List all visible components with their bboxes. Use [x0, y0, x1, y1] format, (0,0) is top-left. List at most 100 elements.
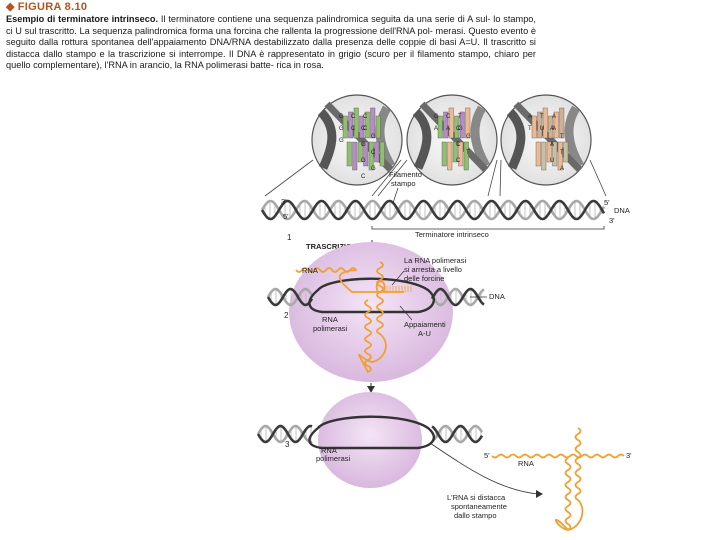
filamento-label-2: stampo: [391, 179, 416, 188]
caption-line: delle coppie di basi A=U. Il trascritto …: [6, 37, 536, 59]
base-letter: C: [456, 158, 461, 164]
transcription-bubble-3: [308, 415, 435, 450]
base-letter: C: [351, 126, 356, 132]
dna-strand-template: [260, 199, 606, 221]
figure-title: ◆FIGURA 8.10: [6, 0, 536, 13]
figure-caption: Esempio di terminatore intrinseco. Il te…: [6, 14, 536, 72]
base-letter: G: [339, 126, 344, 132]
dna-helix-step2: [266, 287, 485, 307]
detached-3prime: 3': [626, 451, 632, 460]
dna-label-2: DNA: [489, 292, 505, 301]
terminator-label: Terminatore intrinseco: [415, 230, 489, 239]
rna-strand: [295, 267, 404, 293]
base-bar: [541, 141, 547, 171]
backbone-left: [506, 108, 526, 170]
dna-strand-coding: [260, 199, 606, 221]
top-dna-label: DNA: [614, 206, 630, 215]
base-letter: G: [339, 138, 344, 144]
detached-rna-label: RNA: [518, 459, 534, 468]
base-bar: [465, 107, 471, 139]
rna-hairpin-loop: [358, 261, 387, 374]
top-3prime-right: 3': [609, 216, 615, 225]
base-letter: G: [371, 166, 376, 172]
base-bar: [357, 141, 363, 163]
detached-rna-hairpin: [555, 427, 584, 532]
base-letter: A: [550, 142, 554, 148]
base-letter: A: [446, 126, 450, 132]
backbone-right: [375, 105, 395, 169]
base-letter: C: [456, 142, 461, 148]
base-letter: A: [552, 114, 556, 120]
top-3prime-left: 3': [281, 197, 287, 206]
base-bar: [379, 141, 385, 167]
arresto-label-3: delle forcine: [404, 274, 444, 283]
base-letter: G: [339, 114, 344, 120]
distacca-label-2: spontaneamente: [451, 502, 507, 511]
distacca-label-1: L'RNA si distacca: [447, 493, 506, 502]
detached-5prime: 5': [484, 451, 490, 460]
backbone-left: [317, 108, 337, 170]
appaiamenti-label-2: A-U: [418, 329, 431, 338]
figure-header: ◆FIGURA 8.10 Esempio di terminatore intr…: [6, 0, 536, 72]
base-bar: [353, 107, 359, 139]
polymerase-label-2a: RNA: [322, 315, 338, 324]
base-letter: T: [458, 114, 462, 120]
base-letter: A: [552, 126, 556, 132]
base-bar: [458, 141, 464, 167]
arresto-label-2: si arresta a livello: [404, 265, 462, 274]
figure-number: FIGURA 8.10: [17, 1, 88, 13]
arresto-pointer: [391, 270, 405, 286]
top-5prime-right: 5': [604, 198, 610, 207]
base-bar: [368, 141, 374, 171]
base-letter: A: [560, 166, 564, 172]
base-letter: T: [560, 134, 564, 140]
dna-strand-template: [266, 287, 485, 307]
base-letter: C: [363, 114, 368, 120]
caption-line: lo stampo, ci U sul trascritto. La seque…: [6, 14, 536, 36]
backbone-diagonal: [419, 101, 489, 173]
base-bar: [452, 141, 458, 163]
rna-polymerase-3: [318, 392, 422, 488]
base-letter: T: [528, 126, 532, 132]
base-letter: A: [528, 114, 532, 120]
backbone-right: [470, 105, 490, 169]
base-bar: [448, 107, 454, 139]
base-bar: [548, 115, 554, 139]
dna-strand-coding: [266, 287, 485, 307]
base-bar: [563, 141, 569, 163]
polymerase-label-2b: polimerasi: [313, 324, 348, 333]
caption-line: in grigio (scuro per il filamento stampo…: [6, 48, 536, 71]
base-bar: [447, 141, 453, 171]
transcription-label: TRASCRIZIONE: [306, 242, 362, 251]
arrow-3-head: [536, 490, 543, 498]
base-bar: [542, 107, 548, 139]
base-bar: [348, 111, 354, 139]
base-letter: T: [466, 150, 470, 156]
base-bar: [459, 111, 465, 139]
base-bar: [535, 141, 541, 167]
terminator-bracket: [371, 226, 605, 230]
base-bar: [553, 111, 559, 139]
distacca-label-3: dallo stampo: [454, 511, 497, 520]
filamento-label-1: Filamento: [389, 170, 422, 179]
base-letter: C: [363, 126, 368, 132]
appaiamenti-pointer: [399, 305, 413, 321]
base-letter: A: [434, 126, 438, 132]
detached-rna: [491, 427, 625, 532]
base-bar: [537, 111, 543, 139]
base-bar: [557, 141, 563, 171]
zoom-connector-lines: [264, 159, 607, 197]
base-bar: [559, 107, 565, 139]
dna-strand-template: [256, 424, 484, 444]
base-bar: [363, 141, 369, 167]
base-letter: C: [446, 114, 451, 120]
filamento-pointer: [392, 187, 399, 204]
base-letter: U: [550, 158, 554, 164]
base-bar: [359, 115, 365, 139]
step-2-number: 2: [284, 311, 289, 320]
base-bar: [531, 115, 537, 139]
base-letter: G: [371, 134, 376, 140]
base-bar: [364, 111, 370, 139]
